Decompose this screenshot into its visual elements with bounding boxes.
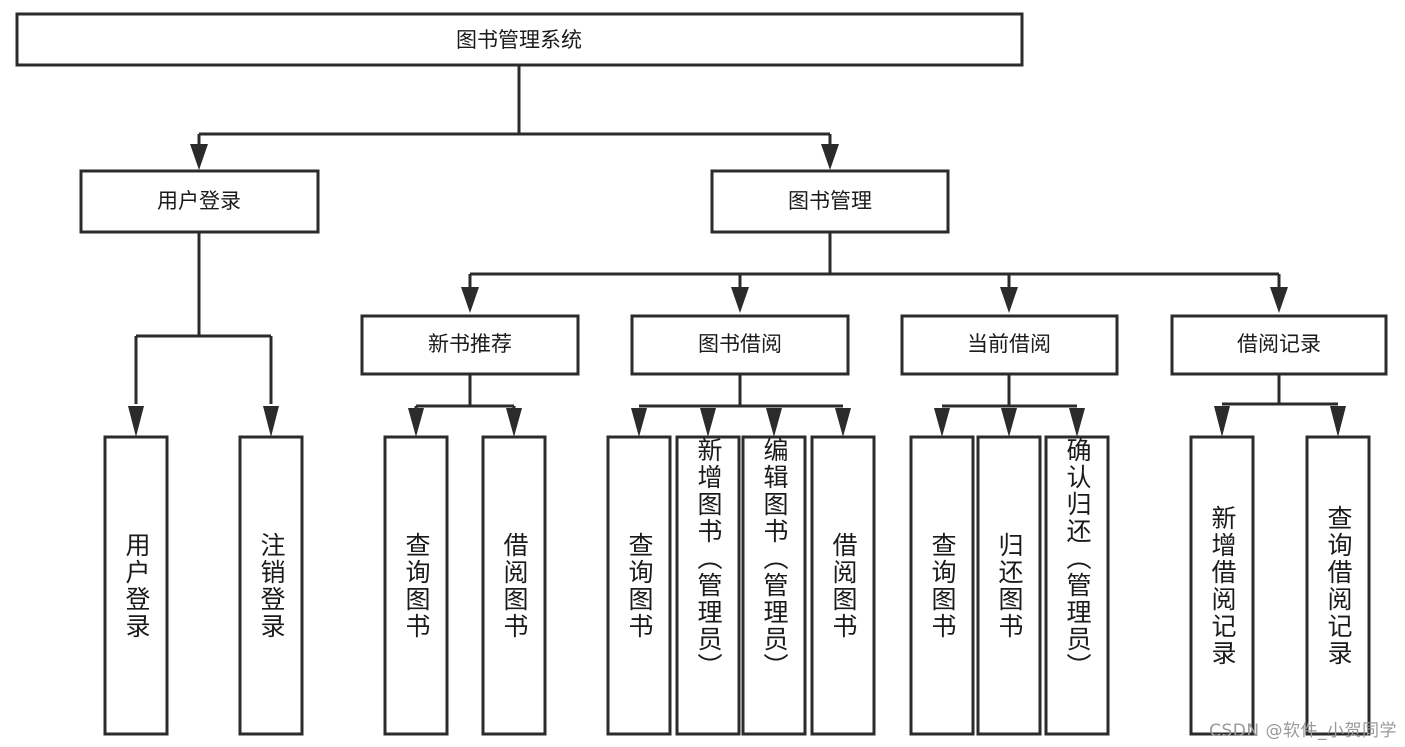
current-borrow-box[interactable] — [900, 314, 1119, 376]
leaf-box-add-record[interactable] — [1189, 435, 1255, 736]
new-book-recommend-label: 新书推荐 — [428, 332, 512, 356]
node-book-manage[interactable]: 图书管理 — [710, 169, 950, 234]
arrowhead-leaf-query-book-2 — [631, 408, 647, 437]
arrowhead-leaf-return-book — [1001, 408, 1017, 437]
arrowhead-leaf-user-login — [128, 406, 144, 437]
node-borrow-record[interactable]: 借阅记录 — [1170, 314, 1388, 376]
edge-new-book-to-leaves — [408, 374, 522, 437]
root-box[interactable] — [15, 12, 1024, 67]
leaf-box-logout-login[interactable] — [238, 435, 304, 736]
leaf-box-confirm-return[interactable] — [1044, 435, 1110, 736]
arrowhead-leaf-edit-book — [766, 408, 782, 437]
arrowhead-borrow-record — [1270, 287, 1288, 313]
book-manage-label: 图书管理 — [788, 189, 872, 213]
arrowhead-leaf-add-book — [700, 408, 716, 437]
arrowhead-leaf-confirm-return — [1069, 408, 1085, 437]
arrowhead-new-book-recommend — [461, 287, 479, 313]
leaf-box-add-book[interactable] — [675, 435, 741, 736]
arrowhead-book-manage — [821, 144, 839, 170]
node-new-book-recommend[interactable]: 新书推荐 — [360, 314, 580, 376]
edge-user-login-to-leaves — [128, 232, 279, 437]
node-user-login[interactable]: 用户登录 — [79, 169, 320, 234]
leaf-box-borrow-book-2[interactable] — [810, 435, 876, 736]
book-borrow-box[interactable] — [630, 314, 850, 376]
arrowhead-current-borrow — [1000, 287, 1018, 313]
leaf-box-query-book-1[interactable] — [383, 435, 449, 736]
arrowhead-leaf-query-book-3 — [934, 408, 950, 437]
edge-book-borrow-to-leaves — [631, 374, 851, 437]
borrow-record-label: 借阅记录 — [1237, 332, 1321, 356]
leaf-box-return-book[interactable] — [976, 435, 1042, 736]
node-book-borrow[interactable]: 图书借阅 — [630, 314, 850, 376]
root-label: 图书管理系统 — [456, 28, 582, 52]
arrowhead-book-borrow — [731, 287, 749, 313]
edge-current-borrow-to-leaves — [934, 374, 1085, 437]
arrowhead-user-login — [190, 144, 208, 170]
arrowhead-leaf-query-book-1 — [408, 408, 424, 437]
node-current-borrow[interactable]: 当前借阅 — [900, 314, 1119, 376]
new-book-recommend-box[interactable] — [360, 314, 580, 376]
arrowhead-leaf-borrow-book-1 — [506, 408, 522, 437]
arrowhead-leaf-borrow-book-2 — [835, 408, 851, 437]
leaf-box-borrow-book-1[interactable] — [481, 435, 547, 736]
arrowhead-leaf-add-record — [1214, 406, 1230, 437]
node-root[interactable]: 图书管理系统 — [15, 12, 1024, 67]
leaf-box-query-book-2[interactable] — [606, 435, 672, 736]
edge-root-to-level2 — [190, 65, 839, 170]
current-borrow-label: 当前借阅 — [967, 332, 1051, 356]
book-borrow-label: 图书借阅 — [698, 332, 782, 356]
edge-borrow-record-to-leaves — [1214, 374, 1346, 437]
leaf-box-user-login[interactable] — [103, 435, 169, 736]
leaf-boxes — [103, 435, 1371, 736]
arrowhead-leaf-query-record — [1330, 406, 1346, 437]
book-manage-box[interactable] — [710, 169, 950, 234]
leaf-box-query-book-3[interactable] — [909, 435, 975, 736]
csdn-watermark: CSDN @软件_小贺同学 — [1209, 721, 1397, 741]
user-login-label: 用户登录 — [157, 189, 241, 213]
leaf-box-edit-book[interactable] — [741, 435, 807, 736]
borrow-record-box[interactable] — [1170, 314, 1388, 376]
arrowhead-leaf-logout-login — [263, 406, 279, 437]
leaf-box-query-record[interactable] — [1305, 435, 1371, 736]
edge-book-manage-to-level3 — [461, 232, 1288, 313]
